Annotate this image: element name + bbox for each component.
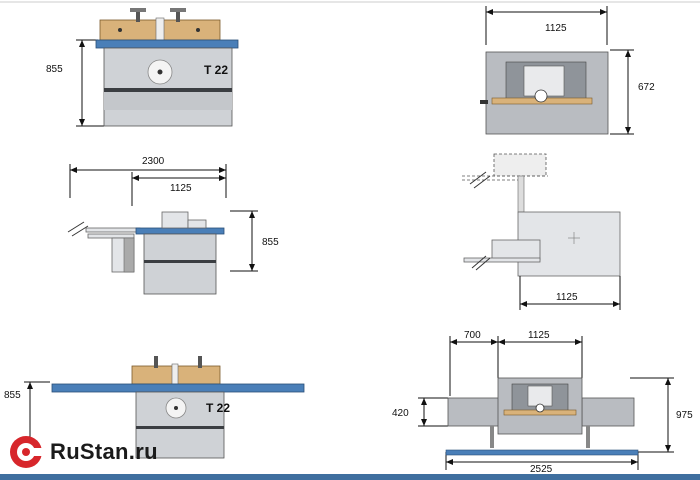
rustan-logo: RuStan.ru [8,432,158,472]
front-machine-label: T 22 [204,63,228,77]
front-ext-machine-label: T 22 [206,401,230,415]
ext-center-label: 1125 [528,330,550,341]
ext-total-label: 2525 [530,464,553,475]
front-ext-height-label: 855 [4,390,21,401]
ext-left-height-label: 420 [392,408,409,419]
top-width-label: 1125 [545,23,567,34]
side-body [143,233,217,295]
front-height-label: 855 [46,64,63,75]
ext-left-label: 700 [464,330,481,341]
front-ext-view: 855 T 22 [4,356,305,460]
side-height-label: 855 [262,237,279,248]
table-top [95,39,239,49]
top-depth-label: 672 [638,82,655,93]
plan-view: 1125 [462,153,621,310]
side-view: 2300 1125 855 [67,156,279,295]
ext-right-height-label: 975 [676,410,693,421]
extended-table [51,383,305,393]
front-view: 855 T 22 [46,8,239,127]
rustan-logo-icon [10,436,44,468]
side-inner-label: 1125 [170,183,192,194]
plan-width-label: 1125 [556,292,578,303]
machine-body [103,47,233,127]
top-view: 1125 672 [480,6,655,135]
ext-top-view: 700 1125 420 975 [392,330,693,475]
side-total-label: 2300 [142,156,165,167]
bottom-bar [0,474,700,480]
logo-text: RuStan.ru [50,439,158,464]
